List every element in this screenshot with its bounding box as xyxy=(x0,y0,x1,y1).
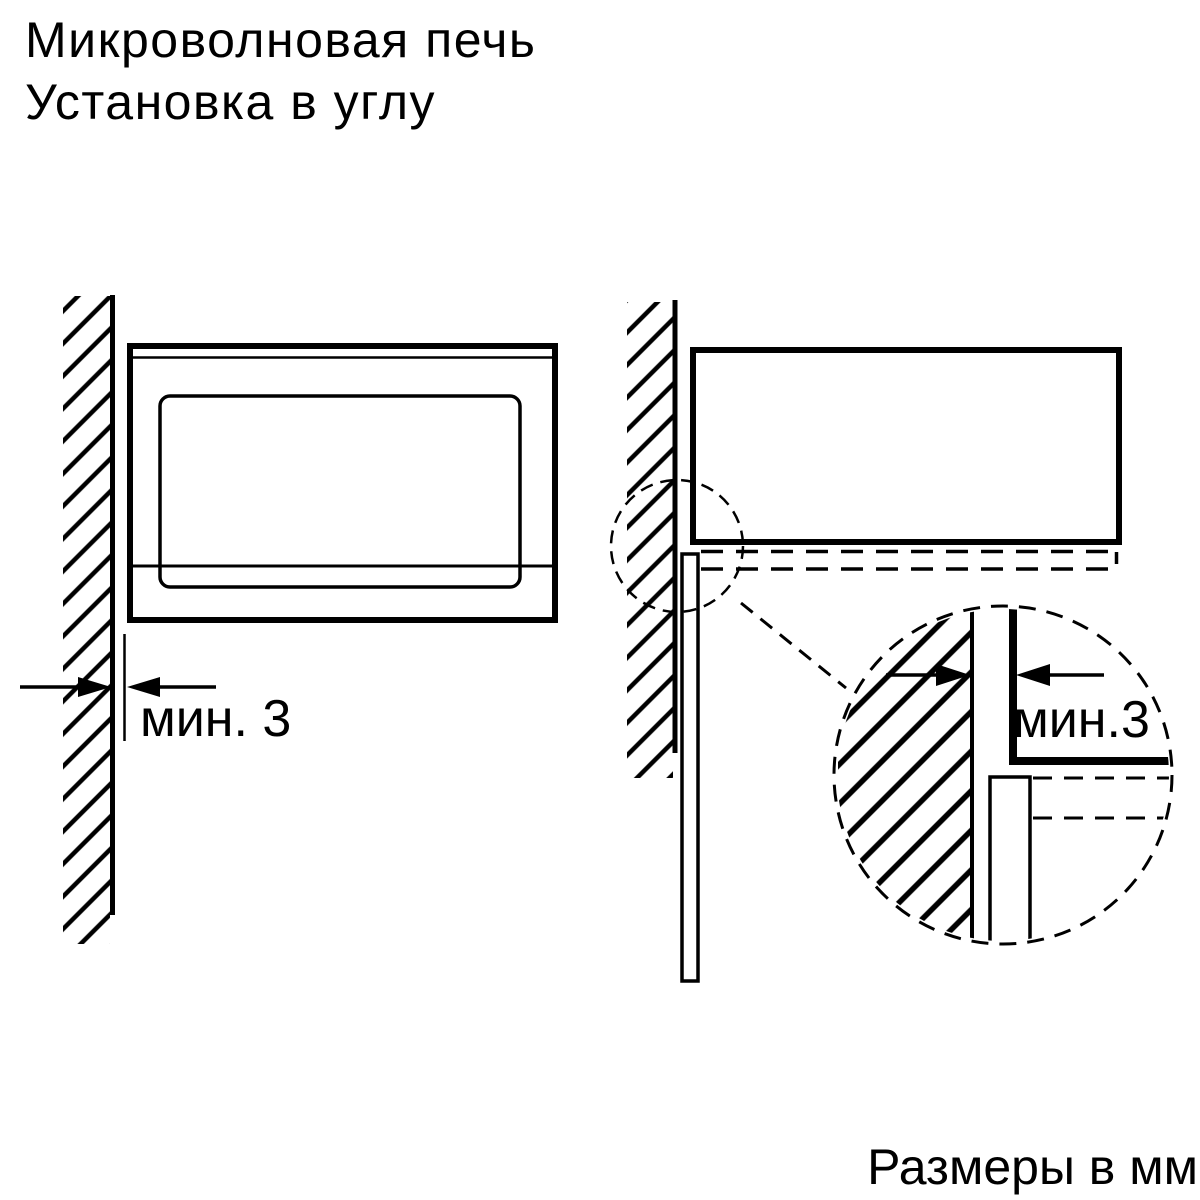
front-clearance-label: мин. 3 xyxy=(140,690,291,748)
oven-outer-frame xyxy=(127,343,558,623)
side-view xyxy=(609,300,1122,983)
detail-leader-line xyxy=(740,601,847,690)
detail-clearance-label: мин.3 xyxy=(1013,691,1150,749)
oven-door-window xyxy=(158,394,522,589)
detail-view: мин.3 xyxy=(832,604,1174,946)
dimension-arrow-left xyxy=(20,677,111,697)
detail-dimension-arrow-right xyxy=(1016,664,1104,686)
page-title-line1: Микроволновая печь xyxy=(25,12,536,68)
dimension-arrow-right xyxy=(127,677,216,697)
door-panel xyxy=(680,552,700,983)
detail-dimension-arrow-left xyxy=(886,664,970,686)
wall-hatch xyxy=(838,609,970,941)
cabinet-corner xyxy=(1009,609,1169,765)
front-view: мин. 3 xyxy=(20,295,558,944)
wall-hatch xyxy=(627,302,673,778)
wall-hatch xyxy=(63,296,110,944)
detail-marker-circle xyxy=(609,478,745,614)
units-note: Размеры в мм xyxy=(867,1139,1198,1195)
door-panel xyxy=(988,775,1032,941)
page-title-line2: Установка в углу xyxy=(25,74,436,130)
appliance-body xyxy=(690,347,1122,545)
